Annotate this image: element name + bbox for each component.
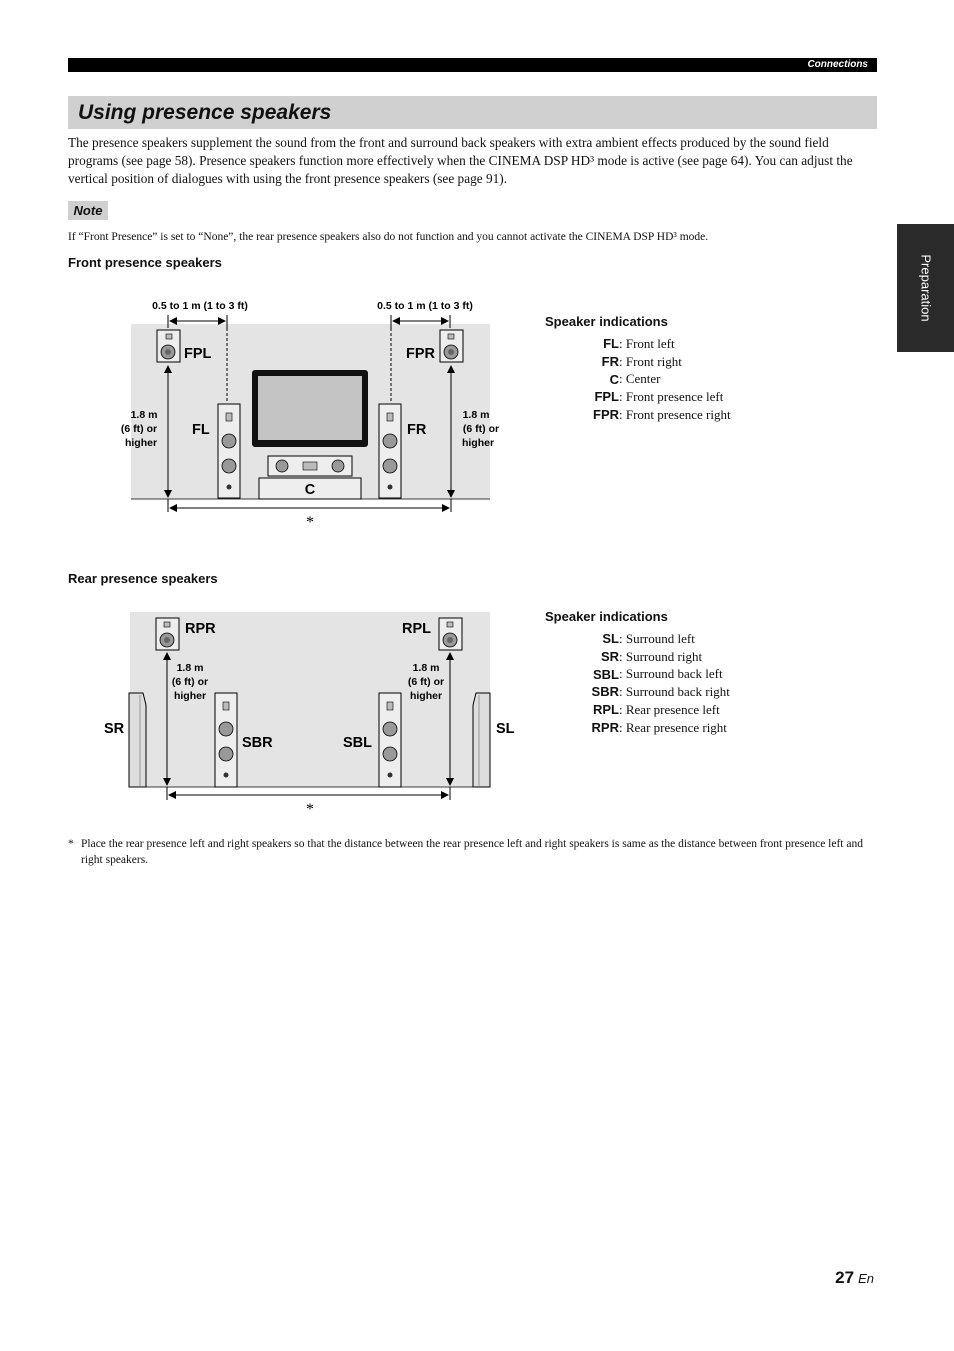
- legend-row: FPR: Front presence right: [545, 406, 731, 424]
- side-tab[interactable]: Preparation: [897, 224, 954, 352]
- rear-heading: Rear presence speakers: [68, 571, 218, 586]
- front-legend-table: FL: Front left FR: Front right C: Center…: [545, 335, 731, 424]
- legend-desc: : Surround right: [619, 648, 703, 664]
- legend-abbr: FPR: [593, 407, 619, 423]
- height-right-line2: (6 ft) or: [463, 423, 499, 435]
- legend-desc: : Surround back left: [619, 666, 723, 682]
- page-number-value: 27: [835, 1268, 855, 1287]
- footnote-mark: *: [68, 838, 74, 850]
- height-right-line2: (6 ft) or: [408, 676, 444, 688]
- note-text: If “Front Presence” is set to “None”, th…: [68, 231, 709, 243]
- page-title: Using presence speakers: [78, 101, 332, 124]
- header-bar: Connections: [68, 58, 877, 72]
- legend-row: FR: Front right: [545, 353, 731, 371]
- distance-right-label: 0.5 to 1 m (1 to 3 ft): [377, 300, 473, 312]
- sbl-speaker: [378, 692, 402, 788]
- height-left-line2: (6 ft) or: [172, 676, 208, 688]
- sbr-label: SBR: [242, 735, 273, 751]
- height-left-line1: 1.8 m: [131, 409, 158, 421]
- legend-desc: : Surround left: [619, 631, 695, 646]
- front-legend-title: Speaker indications: [545, 314, 668, 329]
- legend-abbr: FPL: [594, 389, 619, 405]
- legend-row: FL: Front left: [545, 335, 731, 353]
- legend-abbr: FR: [601, 354, 619, 370]
- page-number: 27 En: [835, 1268, 874, 1288]
- legend-desc: : Front presence right: [619, 406, 731, 422]
- legend-row: SL: Surround left: [545, 630, 730, 648]
- fl-label: FL: [192, 422, 210, 438]
- sbl-label: SBL: [343, 735, 372, 751]
- height-left-line3: higher: [174, 690, 206, 702]
- legend-abbr: SL: [602, 631, 619, 647]
- fpr-label: FPR: [406, 346, 436, 362]
- intro-paragraph: The presence speakers supplement the sou…: [68, 135, 853, 186]
- sbr-speaker: [214, 692, 238, 788]
- legend-desc: : Surround back right: [619, 684, 730, 700]
- page-lang: En: [858, 1271, 874, 1286]
- sl-label: SL: [496, 721, 515, 737]
- height-right-line3: higher: [462, 437, 494, 449]
- legend-desc: : Front right: [619, 353, 682, 369]
- rear-legend-table: SL: Surround left SR: Surround right SBL…: [545, 630, 730, 736]
- room-area: [130, 612, 490, 787]
- height-right-line3: higher: [410, 690, 442, 702]
- legend-desc: : Front presence left: [619, 389, 724, 405]
- legend-abbr: SBL: [593, 666, 619, 682]
- legend-abbr: RPR: [591, 719, 619, 735]
- fr-label: FR: [407, 422, 427, 438]
- legend-row: RPL: Rear presence left: [545, 701, 730, 719]
- legend-desc: : Center: [619, 371, 661, 387]
- rpr-speaker: [155, 617, 180, 651]
- width-asterisk: *: [306, 801, 314, 818]
- center-speaker: [267, 455, 353, 477]
- legend-abbr: FL: [603, 336, 619, 352]
- fpl-speaker: [156, 329, 181, 363]
- fr-speaker: [378, 403, 402, 499]
- sl-speaker: [472, 692, 491, 788]
- height-left-line1: 1.8 m: [177, 662, 204, 674]
- rear-legend-title: Speaker indications: [545, 609, 668, 624]
- front-presence-diagram: 0.5 to 1 m (1 to 3 ft) 0.5 to 1 m (1 to …: [121, 300, 499, 530]
- sr-speaker: [128, 692, 147, 788]
- legend-row: SBR: Surround back right: [545, 683, 730, 701]
- footnote-text: Place the rear presence left and right s…: [81, 838, 863, 866]
- rpl-label: RPL: [402, 621, 431, 637]
- sr-label: SR: [104, 721, 125, 737]
- front-legend: Speaker indications FL: Front left FR: F…: [545, 314, 785, 424]
- legend-row: FPL: Front presence left: [545, 388, 731, 406]
- note-label: Note: [68, 201, 108, 220]
- c-label: C: [305, 482, 316, 498]
- legend-row: SR: Surround right: [545, 648, 730, 666]
- height-right-line1: 1.8 m: [413, 662, 440, 674]
- height-left-line2: (6 ft) or: [121, 423, 157, 435]
- height-right-line1: 1.8 m: [463, 409, 490, 421]
- front-heading: Front presence speakers: [68, 255, 222, 270]
- title-band: Using presence speakers: [68, 96, 877, 129]
- rear-legend: Speaker indications SL: Surround left SR…: [545, 609, 785, 736]
- rpl-speaker: [438, 617, 463, 651]
- legend-row: C: Center: [545, 370, 731, 388]
- height-left-line3: higher: [125, 437, 157, 449]
- rear-presence-diagram: RPR RPL 1.8 m (6 ft) or higher 1.8 m (6 …: [104, 612, 515, 818]
- legend-abbr: SR: [600, 649, 619, 665]
- legend-desc: : Rear presence right: [619, 719, 727, 735]
- legend-abbr: SBR: [591, 684, 619, 700]
- section-label: Connections: [807, 59, 868, 70]
- legend-abbr: RPL: [593, 702, 619, 718]
- legend-desc: : Front left: [619, 336, 675, 351]
- legend-row: RPR: Rear presence right: [545, 719, 730, 737]
- fl-speaker: [217, 403, 241, 499]
- fpr-speaker: [439, 329, 464, 363]
- width-asterisk: *: [306, 514, 314, 530]
- tv-stand: [258, 477, 362, 500]
- legend-desc: : Rear presence left: [619, 701, 720, 717]
- side-tab-label: Preparation: [918, 254, 933, 322]
- rpr-label: RPR: [185, 621, 216, 637]
- fpl-label: FPL: [184, 346, 212, 362]
- tv-screen: [252, 370, 368, 447]
- distance-left-label: 0.5 to 1 m (1 to 3 ft): [152, 300, 248, 312]
- footnote: * Place the rear presence left and right…: [68, 836, 878, 868]
- legend-abbr: C: [609, 371, 619, 387]
- legend-row: SBL: Surround back left: [545, 665, 730, 683]
